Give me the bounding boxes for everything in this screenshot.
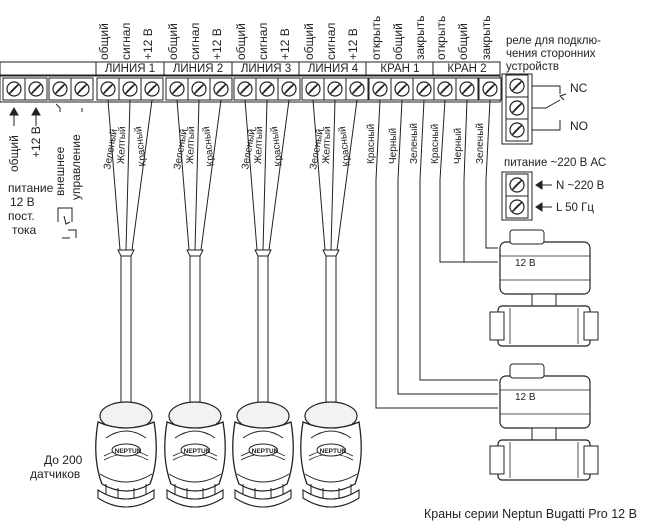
line4-common-label: общий (302, 23, 316, 60)
line2-signal-label: сигнал (188, 23, 202, 60)
line3-signal-label: сигнал (256, 23, 270, 60)
relay-block: реле для подклю- чения сторонних устройс… (501, 35, 601, 145)
valve1-wire-black: Черный (388, 128, 399, 164)
relay-title-3: устройств (506, 61, 559, 73)
line1-header: ЛИНИЯ 1 (105, 63, 155, 75)
wire-yellow-3: Желтый (253, 126, 265, 164)
wire-yellow-2: Желтый (185, 126, 197, 164)
power-label-4: тока (12, 223, 37, 237)
valve1-wire-green: Зеленый (409, 123, 420, 164)
line1-common-label: общий (97, 23, 111, 60)
line1-plus12-label: +12 В (141, 28, 155, 60)
power-220-l: L 50 Гц (556, 202, 594, 214)
sensor-count-label-1: До 200 (44, 453, 83, 467)
line4-plus12-label: +12 В (346, 28, 360, 60)
line3-header: ЛИНИЯ 3 (241, 63, 291, 75)
wire-yellow-4: Желтый (321, 126, 333, 164)
wire-yellow-1: Желтый (116, 126, 128, 164)
wire-red-3: Красный (269, 126, 285, 167)
sensor-brand-4: NEPTUN (320, 448, 347, 455)
valve2-wire-red: Красный (430, 124, 441, 164)
valve-1-voltage: 12 В (515, 258, 536, 269)
terminal-strip: ЛИНИЯ 1 ЛИНИЯ 2 ЛИНИЯ 3 ЛИНИЯ 4 КРАН 1 К… (0, 61, 502, 103)
top-labels: общий сигнал +12 В общий сигнал +12 В об… (97, 16, 493, 60)
power-220-block: питание ~220 В АС N ~220 В L 50 Гц (501, 157, 606, 221)
line4-header: ЛИНИЯ 4 (308, 63, 359, 75)
power-label-2: 12 В (10, 195, 35, 209)
valve-1 (489, 229, 599, 347)
valve1-wire-red: Красный (366, 124, 377, 164)
sensor-brand-2: NEPTUN (184, 448, 211, 455)
valve-2 (489, 363, 599, 481)
valve2-close-label: закрыть (479, 16, 493, 60)
external-control-label-2: управление (69, 134, 83, 200)
line3-common-label: общий (234, 23, 248, 60)
caption: Краны серии Neptun Bugatti Pro 12 В (424, 507, 637, 521)
sensors: NEPTUN NEPTUN NEPTUN NEPTUN (95, 401, 362, 508)
relay-no-label: NO (570, 119, 588, 133)
power-label-1: питание (8, 181, 54, 195)
left-common-label: общий (7, 135, 21, 172)
valve2-wire-black: Черный (453, 128, 464, 164)
line2-header: ЛИНИЯ 2 (173, 63, 223, 75)
left-plus12-label: +12 В (29, 126, 43, 158)
sensor-wires (107, 99, 358, 407)
valves: 12 В 12 В (489, 229, 599, 481)
line3-plus12-label: +12 В (278, 28, 292, 60)
relay-title-1: реле для подклю- (506, 35, 601, 47)
valve2-open-label: открыть (434, 16, 448, 60)
valve2-header: КРАН 2 (447, 63, 486, 75)
relay-title-2: чения сторонних (506, 48, 596, 60)
sensor-brand-1: NEPTUN (115, 448, 142, 455)
wire-red-1: Красный (133, 126, 149, 167)
wire-red-2: Красный (201, 126, 217, 167)
sensor-count-label-2: датчиков (30, 467, 80, 481)
valve-2-voltage: 12 В (515, 392, 536, 403)
sensor-brand-3: NEPTUN (252, 448, 279, 455)
wire-red-4: Красный (337, 126, 353, 167)
valve2-common-label: общий (456, 23, 470, 60)
valve-wires (375, 99, 498, 409)
line2-plus12-label: +12 В (210, 28, 224, 60)
line2-common-label: общий (166, 23, 180, 60)
valve1-common-label: общий (391, 23, 405, 60)
power-label-3: пост. (8, 209, 35, 223)
valve1-header: КРАН 1 (380, 63, 419, 75)
left-power-section (9, 103, 83, 239)
power-220-title: питание ~220 В АС (504, 157, 606, 169)
line1-signal-label: сигнал (119, 23, 133, 60)
relay-nc-label: NC (570, 81, 588, 95)
valve1-open-label: открыть (369, 16, 383, 60)
valve2-wire-green: Зеленый (475, 123, 486, 164)
valve1-close-label: закрыть (413, 16, 427, 60)
line4-signal-label: сигнал (324, 23, 338, 60)
power-220-n: N ~220 В (556, 180, 605, 192)
external-control-label-1: внешнее (53, 146, 67, 196)
